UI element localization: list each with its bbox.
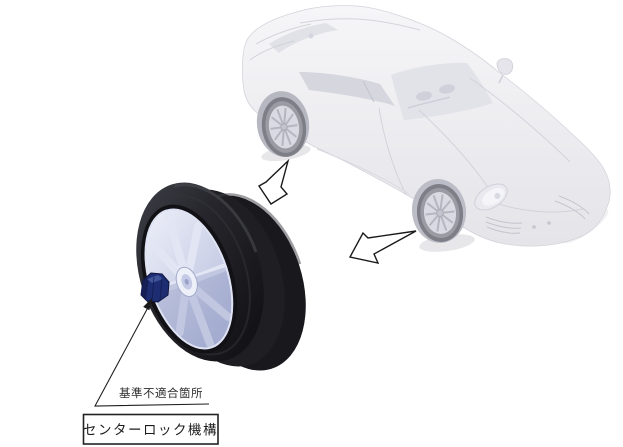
- car-rear-window: [269, 23, 338, 53]
- wheel-rim: [140, 204, 238, 354]
- car-side-window: [299, 72, 395, 106]
- car-bumper-details: [485, 195, 590, 234]
- tire-highlight: [217, 193, 302, 265]
- car-seat-hint: [439, 84, 455, 94]
- center-lock-nut-knurl: [151, 276, 163, 301]
- car-roof-dot: [308, 33, 314, 39]
- car-mirror-stalk: [498, 74, 504, 84]
- removed-wheel-illustration: [136, 182, 306, 371]
- car-dash-hint: [407, 96, 451, 109]
- mechanism-label-box: [82, 413, 219, 445]
- hollow-arrow-rear-icon: [258, 158, 290, 205]
- car-rear-wheel: [261, 97, 307, 157]
- hollow-arrow-front-icon: [348, 230, 417, 264]
- car-side-crease: [316, 148, 410, 195]
- leader-arrowhead-icon: [143, 298, 152, 311]
- car-bpillar-line: [362, 80, 375, 103]
- car-side-mirror: [496, 58, 514, 75]
- car-front-wheel: [416, 184, 464, 242]
- car-seat-hint: [416, 91, 432, 101]
- car-bumper-dot: [532, 225, 536, 229]
- defect-location-label: 基準不適合箇所: [119, 386, 203, 400]
- leader-line: [94, 299, 210, 407]
- center-lock-nut-facet: [141, 277, 149, 299]
- car-illustration: [241, 5, 611, 252]
- center-lock-nut: [140, 272, 170, 303]
- hub-center: [184, 278, 189, 285]
- car-headlight: [474, 183, 508, 211]
- tire-highlight: [173, 183, 258, 253]
- car-bumper-dot: [547, 221, 551, 225]
- car-body: [241, 5, 611, 247]
- center-lock-nut-highlight: [147, 275, 163, 283]
- mechanism-label: センターロック機構: [83, 423, 218, 438]
